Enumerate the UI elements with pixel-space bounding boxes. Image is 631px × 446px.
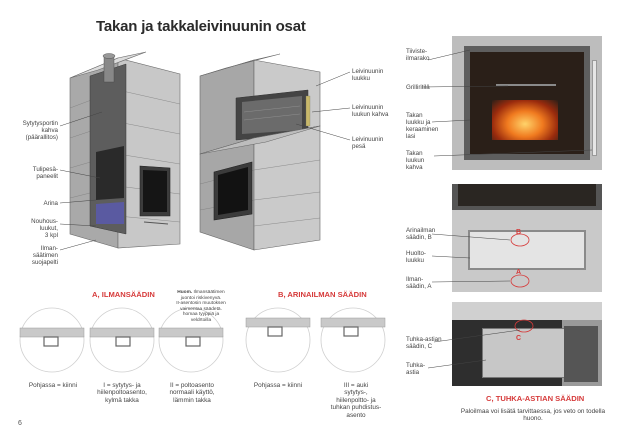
label-tuhka-astian: Tuhka-astian säädin, C [406,336,442,350]
label-tulipesa: Tulipesä- paneelit [32,166,58,180]
section-a-caption-1: I = sytytys- ja hiilenpoltoasento, kylmä… [97,382,147,404]
label-ilmansaadin-a: Ilman- säädin, A [406,276,432,290]
label-leivinuunin-kahva: Leivinuunin luukun kahva [352,104,389,118]
section-a-caption-2: II = poltoasento normaali käyttö, lämmin… [169,382,215,404]
page-number: 6 [18,420,22,427]
marker-a: A [516,269,521,276]
label-sytytysportin: Sytytysportin kahva (päärallitos) [22,120,58,141]
label-ilmansaato: Ilman- säätimen suojapelti [31,245,58,266]
label-leivinuunin-luukku: Leivinuunin luukku [352,68,384,82]
label-takan-luukku: Takan luukku ja keraaminen lasi [406,112,439,140]
label-takan-kahva: Takan luukun kahva [406,150,425,171]
label-tiiviste: Tiiviste- ilmarako [406,48,430,62]
label-arina: Arina [43,200,58,207]
section-a-note-title: Huom. [177,290,193,295]
section-a-caption-0: Pohjassa = kiinni [28,382,78,389]
photo-stove-lower [452,184,602,292]
section-a-heading: A, ILMANSÄÄDIN [92,290,155,299]
section-a-note: Huom. Ilmansäätimen juontoi riskivenyvä.… [170,290,232,324]
marker-c: C [516,335,521,342]
label-tuhka-astia: Tuhka- astia [406,362,426,376]
label-nouhous: Nouhous- luukut, 3 kpl [31,218,58,239]
label-arinailman: Arinailman säädin, B [406,227,436,241]
marker-b: B [516,229,521,236]
label-leivinuunin-pesa: Leivinuunin pesä [352,136,384,150]
section-b-heading: B, ARINAILMAN SÄÄDIN [278,290,367,299]
section-b-caption-0: Pohjassa = kiinni [253,382,303,389]
page-title: Takan ja takkaleivinuunin osat [96,18,306,35]
section-b-caption-1: III = auki sytytys-, hiilenpoltto- ja tu… [330,382,382,419]
label-huolto: Huolto- luukku [406,250,426,264]
section-c-heading: C, TUHKA-ASTIAN SÄÄDIN [486,394,585,403]
section-a-note-body: Ilmansäätimen juontoi riskivenyvä. II-as… [176,290,226,323]
photo-stove-door [452,36,602,170]
section-c-caption: Paloilmaa voi lisätä tarvittaessa, jos v… [460,408,606,423]
photo-ash-pan [452,302,602,386]
closed-stove-illustration [199,53,321,251]
label-grilliritila: Grilliritilä [406,84,430,91]
cutaway-stove-illustration [69,51,181,249]
